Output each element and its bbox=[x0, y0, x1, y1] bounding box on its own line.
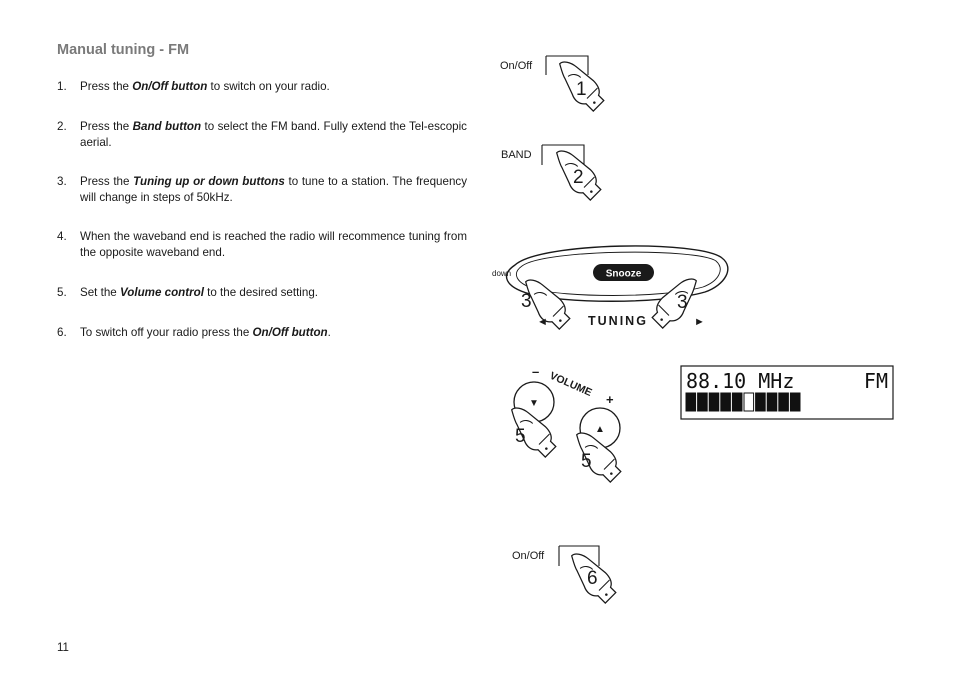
lcd-band: FM bbox=[864, 369, 888, 393]
page-number: 11 bbox=[57, 642, 69, 654]
tuning-label: TUNING bbox=[588, 314, 648, 328]
step-text: to select the FM band. Fully extend the … bbox=[80, 120, 467, 149]
step-badge-6: 6 bbox=[587, 568, 598, 589]
lcd-display: 88.10 MHz FM bbox=[680, 365, 894, 420]
band-button-outline bbox=[542, 144, 585, 165]
signal-segment bbox=[778, 392, 789, 412]
signal-segment bbox=[755, 392, 766, 412]
step-emphasis: Volume control bbox=[119, 286, 204, 299]
instruction-step-5: 5. Set the Volume control to the desired… bbox=[57, 285, 467, 301]
step-badge-3-left: 3 bbox=[521, 291, 532, 312]
tuning-left-arrow-icon: ◄ bbox=[537, 316, 548, 328]
volume-minus-label: – bbox=[532, 364, 539, 379]
step-text: to the desired setting. bbox=[203, 286, 318, 299]
volume-up-icon: ▲ bbox=[595, 424, 605, 435]
band-label: BAND bbox=[501, 149, 532, 161]
signal-segment bbox=[789, 392, 801, 412]
signal-segment bbox=[731, 392, 743, 412]
band-press-figure: BAND 2 bbox=[501, 144, 602, 201]
step-number: 6. bbox=[57, 326, 67, 339]
volume-label: VOLUME bbox=[548, 370, 594, 399]
tuning-down-label: down bbox=[492, 269, 511, 278]
signal-segment bbox=[697, 392, 708, 412]
step-number: 3. bbox=[57, 175, 67, 188]
volume-down-icon: ▼ bbox=[529, 398, 539, 409]
step-text: to tune to a station. The frequency will… bbox=[80, 175, 467, 204]
page-heading: Manual tuning - FM bbox=[57, 42, 190, 58]
step-badge-5-right: 5 bbox=[581, 451, 592, 472]
step-text: to switch on your radio. bbox=[207, 80, 330, 93]
step-number: 4. bbox=[57, 230, 67, 243]
step-text: Press the bbox=[80, 80, 133, 93]
signal-segment bbox=[720, 392, 731, 412]
step-text: Press the bbox=[80, 175, 134, 188]
onoff-press-figure-1: On/Off 1 bbox=[500, 55, 605, 112]
step-emphasis: On/Off button bbox=[252, 326, 328, 339]
step-number: 2. bbox=[57, 120, 67, 133]
onoff-button-outline bbox=[559, 545, 600, 566]
step-text: When the waveband end is reached the rad… bbox=[80, 230, 467, 259]
step-text: Press the bbox=[80, 120, 133, 133]
step-badge-3-right: 3 bbox=[677, 292, 688, 313]
volume-figure: – VOLUME + ▼ ▲ 5 5 bbox=[511, 364, 622, 483]
step-number: 5. bbox=[57, 286, 67, 299]
step-text: To switch off your radio press the bbox=[80, 326, 253, 339]
volume-plus-label: + bbox=[606, 392, 614, 407]
tuning-right-arrow-icon: ► bbox=[694, 316, 705, 328]
tuning-figure: Snooze down 3 3 ◄ TUNING ► bbox=[492, 245, 729, 330]
snooze-button bbox=[593, 264, 654, 281]
instruction-step-3: 3. Press the Tuning up or down buttons t… bbox=[57, 174, 467, 206]
onoff-press-figure-6: On/Off 6 bbox=[512, 545, 617, 604]
step-emphasis: On/Off button bbox=[132, 80, 208, 93]
onoff-label: On/Off bbox=[512, 550, 545, 562]
step-badge-1: 1 bbox=[576, 79, 587, 100]
step-number: 1. bbox=[57, 80, 67, 93]
instruction-step-6: 6. To switch off your radio press the On… bbox=[57, 325, 467, 341]
step-emphasis: Tuning up or down buttons bbox=[133, 175, 285, 188]
instruction-step-4: 4. When the waveband end is reached the … bbox=[57, 229, 467, 261]
snooze-label: Snooze bbox=[606, 269, 642, 280]
step-badge-5-left: 5 bbox=[515, 426, 526, 447]
signal-segment bbox=[766, 392, 778, 412]
instruction-step-2: 2. Press the Band button to select the F… bbox=[57, 119, 467, 151]
lcd-frequency: 88.10 MHz bbox=[686, 369, 794, 393]
step-badge-2: 2 bbox=[573, 167, 584, 188]
step-text: Set the bbox=[80, 286, 120, 299]
signal-segment bbox=[708, 392, 720, 412]
instruction-step-1: 1. Press the On/Off button to switch on … bbox=[57, 79, 467, 95]
signal-segment bbox=[743, 392, 755, 412]
step-text: . bbox=[327, 326, 331, 339]
lcd-signal-meter bbox=[685, 392, 801, 412]
step-emphasis: Band button bbox=[132, 120, 202, 133]
signal-segment bbox=[685, 392, 697, 412]
onoff-button-outline bbox=[546, 55, 589, 75]
onoff-label: On/Off bbox=[500, 60, 533, 72]
